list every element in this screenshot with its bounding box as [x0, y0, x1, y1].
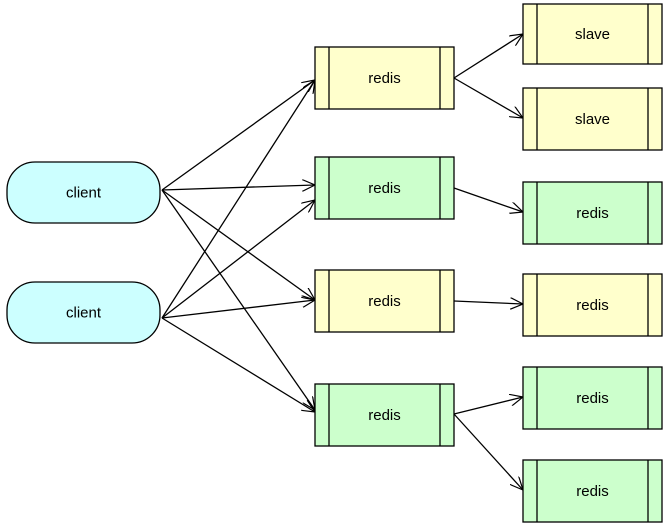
redis-master-shape [314, 156, 455, 220]
client-label: client [66, 185, 102, 202]
edge-c1-to-m1 [161, 80, 315, 191]
client-node-2: client [6, 281, 161, 344]
redis-replica-label: redis [576, 297, 609, 314]
redis-master-node-2: redis [314, 156, 455, 220]
redis-master-node-1: redis [314, 46, 455, 110]
redis-master-node-3: redis [314, 269, 455, 333]
edge-c2-to-m2 [161, 200, 315, 319]
redis-replica-node-4: redis [522, 273, 663, 337]
edge-m4-to-r5 [453, 397, 523, 415]
redis-master-label: redis [368, 407, 401, 424]
redis-master-shape [314, 383, 455, 447]
client-node-1: client [6, 161, 161, 224]
edge-c1-to-m3 [161, 189, 315, 300]
redis-replica-shape [522, 273, 663, 337]
edge-c2-to-m4 [161, 317, 315, 412]
slave-label: slave [575, 111, 610, 128]
redis-replica-node-3: redis [522, 181, 663, 245]
slave-node-1: slave [522, 3, 663, 65]
edge-c2-to-m1 [161, 80, 315, 319]
redis-replica-shape [522, 459, 663, 523]
redis-master-label: redis [368, 293, 401, 310]
slave-label: slave [575, 26, 610, 43]
edge-c2-to-m3 [161, 300, 315, 319]
redis-replica-label: redis [576, 205, 609, 222]
redis-master-label: redis [368, 70, 401, 87]
redis-master-label: redis [368, 180, 401, 197]
edge-c1-to-m4 [161, 189, 315, 410]
client-label: client [66, 305, 102, 322]
edge-m2-to-r3 [453, 187, 523, 212]
redis-replica-node-5: redis [522, 366, 663, 430]
edge-m3-to-r4 [453, 301, 523, 304]
redis-replica-shape [522, 181, 663, 245]
edge-m4-to-r6 [453, 413, 523, 490]
edges-layer [161, 34, 523, 490]
redis-master-shape [314, 269, 455, 333]
redis-replica-label: redis [576, 483, 609, 500]
client-shape [6, 281, 161, 344]
redis-master-shape [314, 46, 455, 110]
slave-shape [522, 87, 663, 151]
redis-master-node-4: redis [314, 383, 455, 447]
edge-m1-to-r1 [453, 34, 523, 79]
slave-shape [522, 3, 663, 65]
edge-m1-to-r2 [453, 77, 523, 118]
nodes-layer: client client redis redis redis redis slave sla… [6, 3, 663, 523]
edge-c1-to-m2 [161, 185, 315, 190]
redis-replica-label: redis [576, 390, 609, 407]
redis-replica-shape [522, 366, 663, 430]
redis-replica-node-6: redis [522, 459, 663, 523]
client-shape [6, 161, 161, 224]
slave-node-2: slave [522, 87, 663, 151]
